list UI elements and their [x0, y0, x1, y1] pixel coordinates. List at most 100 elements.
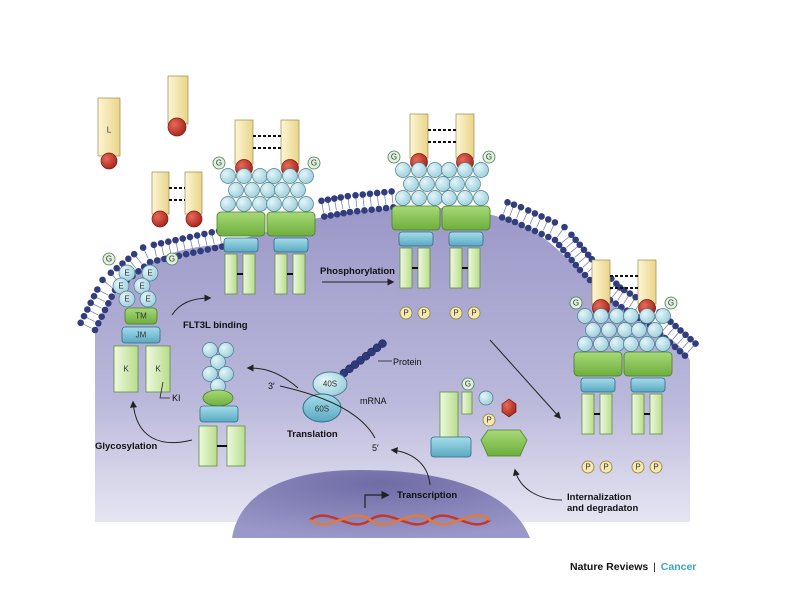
transmembrane-domain	[480, 429, 528, 457]
lipid-tail	[384, 194, 387, 205]
lipid-head-inner	[612, 300, 620, 307]
kinase-domain	[399, 247, 413, 289]
lipid-tail	[95, 296, 105, 302]
lipid-head-inner	[211, 244, 219, 252]
lipid-head-outer	[544, 216, 552, 223]
extracellular-domain	[252, 196, 268, 212]
juxtamembrane-domain	[199, 405, 239, 423]
lipid-tail	[672, 331, 680, 340]
phospho-tag-label: P	[653, 463, 658, 472]
lipid-head-inner	[564, 251, 571, 259]
tss-arrow	[364, 490, 390, 508]
lipid-head-inner	[375, 205, 383, 213]
lipid-tail	[503, 204, 508, 214]
lipid-head-outer	[87, 299, 94, 307]
lipid-head-inner	[105, 300, 112, 307]
kinase-domain	[292, 253, 306, 295]
glycosylation-tag-label: G	[311, 159, 317, 168]
lipid-tail	[667, 327, 675, 336]
extracellular-domain	[220, 168, 236, 184]
extracellular-domain	[585, 322, 601, 338]
extracellular-domain	[639, 336, 655, 352]
kinase-domain	[198, 425, 218, 467]
glycosylation-tag-label: G	[668, 299, 674, 308]
extracellular-domain	[290, 182, 306, 198]
glycosylation-tag-label: G	[465, 380, 471, 389]
lipid-tail	[85, 316, 95, 322]
lipid-head-inner	[525, 224, 532, 232]
journal-section: Cancer	[660, 561, 697, 573]
extracellular-domain	[298, 168, 314, 184]
lipid-head-inner	[95, 320, 102, 327]
lipid-head-outer	[677, 327, 684, 334]
lipid-head-inner	[153, 257, 161, 264]
amino-acid	[378, 339, 387, 348]
ligand-fragment	[501, 398, 517, 418]
lipid-tail	[562, 235, 571, 243]
lipid-tail	[377, 194, 379, 205]
lipid-tail	[682, 340, 690, 349]
lipid-head-outer	[568, 231, 575, 239]
phospho-tag	[631, 460, 645, 474]
lipid-head-outer	[90, 292, 98, 300]
extracellular-domain	[252, 168, 268, 184]
lipid-head-outer	[99, 276, 106, 284]
kinase-domain	[461, 391, 473, 415]
journal-credit: Nature Reviews | Cancer	[570, 561, 696, 573]
lipid-head-inner	[576, 266, 584, 274]
phospho-tag	[482, 413, 496, 427]
extracellular-domain	[411, 162, 427, 178]
degraded-receptor-fragments: GP	[430, 377, 528, 458]
translation-arrow	[246, 364, 299, 389]
lipid-tail	[197, 237, 201, 248]
lipid-head-outer	[359, 191, 367, 198]
extracellular-domain	[473, 190, 489, 206]
five-prime-label: 5′	[372, 443, 379, 453]
extracellular-domain	[441, 190, 457, 206]
transmembrane-domain	[124, 307, 158, 325]
transmembrane-domain	[441, 205, 491, 231]
kinase-domain	[274, 253, 288, 295]
lipid-head-outer	[572, 236, 579, 244]
ligand-ball	[185, 210, 203, 228]
extracellular-domain	[473, 162, 489, 178]
lipid-tail	[574, 250, 583, 258]
lipid-tail	[566, 240, 575, 248]
ki-label: KI	[172, 393, 181, 403]
lipid-tail	[578, 255, 587, 263]
kinase-domain	[581, 393, 595, 435]
extracellular-domain	[403, 176, 419, 192]
ligand-stalk	[151, 171, 170, 215]
extracellular-domain	[282, 196, 298, 212]
lipid-tail	[182, 240, 186, 251]
lipid-head-outer	[352, 192, 359, 199]
lipid-head-inner	[204, 246, 212, 253]
lipid-head-inner	[382, 204, 390, 212]
extracellular-domain-label: E	[118, 282, 123, 291]
lipid-head-outer	[510, 201, 518, 208]
flt3l-binding-caption: FLT3L binding	[183, 320, 248, 331]
phospho-tag-label: P	[585, 463, 590, 472]
ribosome-60s	[302, 393, 342, 423]
lipid-head-outer	[576, 241, 584, 249]
ligand-label: L	[107, 126, 112, 135]
lipid-tail	[347, 198, 350, 209]
lipid-tail	[161, 245, 164, 256]
tm-label: TM	[135, 312, 147, 321]
lipid-head-inner	[346, 208, 354, 216]
lipid-head-inner	[555, 241, 563, 249]
glycosylation-tag	[165, 252, 179, 266]
extracellular-domain	[601, 322, 617, 338]
jm-label: JM	[136, 331, 147, 340]
lipid-tail	[153, 246, 157, 257]
extracellular-domain	[639, 308, 655, 324]
phospho-tag-label: P	[603, 463, 608, 472]
lipid-head-outer	[538, 213, 545, 220]
degradation-arrow	[512, 468, 563, 501]
protein-chain	[339, 339, 387, 378]
lipid-tail	[135, 255, 142, 264]
lipid-tail	[143, 249, 149, 259]
lipid-head-outer	[324, 196, 332, 203]
lipid-head-inner	[182, 250, 190, 258]
lipid-head-outer	[531, 210, 539, 217]
